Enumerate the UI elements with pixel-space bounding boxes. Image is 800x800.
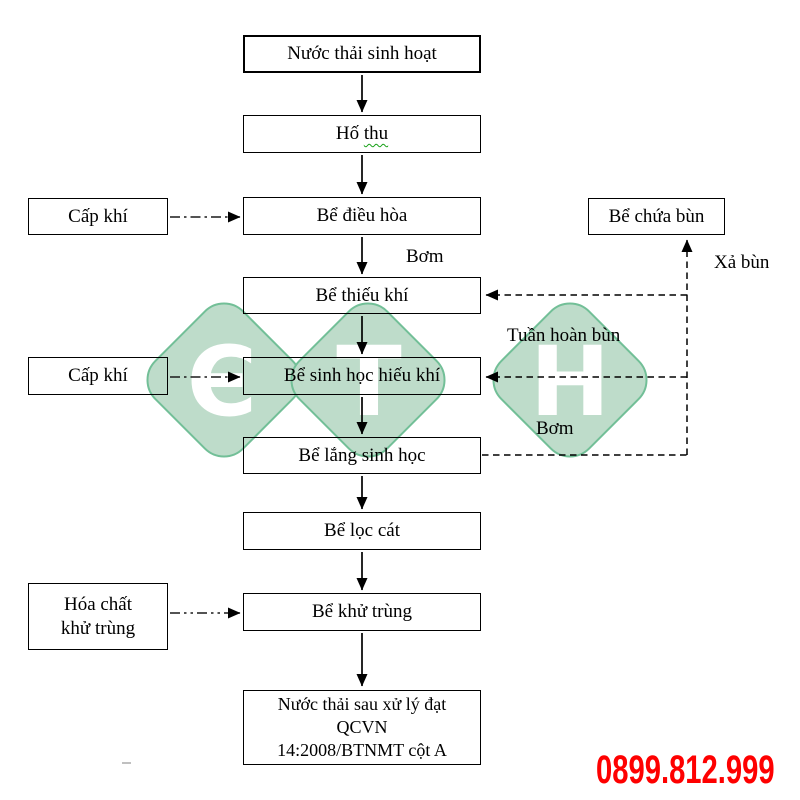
- label-xa-bun: Xả bùn: [714, 252, 770, 273]
- flow-box-be-lang-sinh-hoc: Bể lắng sinh học: [243, 437, 481, 474]
- flow-box-be-dieu-hoa: Bể điều hòa: [243, 197, 481, 235]
- box-label-line: Nước thải sau xử lý đạt: [277, 694, 447, 715]
- box-label-line: Hóa chất: [63, 593, 133, 615]
- flow-box-output: Nước thải sau xử lý đạt QCVN 14:2008/BTN…: [243, 690, 481, 765]
- box-label: Cấp khí: [68, 205, 128, 227]
- box-label-line: khử trùng: [60, 617, 136, 639]
- box-label: Bể sinh học hiếu khí: [283, 365, 441, 387]
- label-bom-2: Bơm: [536, 418, 574, 439]
- watermark-letter-T: T: [336, 326, 401, 438]
- watermark-letter-H: H: [530, 326, 610, 438]
- flow-box-be-thieu-khi: Bể thiếu khí: [243, 277, 481, 314]
- watermark-diamond-H: [492, 302, 648, 458]
- box-label: Bể điều hòa: [316, 205, 408, 227]
- side-box-cap-khi-2: Cấp khí: [28, 357, 168, 395]
- box-label: Bể thiếu khí: [315, 284, 409, 306]
- label-tuan-hoan-bun: Tuần hoàn bùn: [507, 325, 621, 346]
- flow-box-nuoc-thai-sinh-hoat: Nước thải sinh hoạt: [243, 35, 481, 73]
- side-box-cap-khi-1: Cấp khí: [28, 198, 168, 235]
- label-bom-1: Bơm: [406, 246, 444, 267]
- stray-mark: [122, 762, 131, 764]
- box-label: Hố thu: [335, 123, 389, 145]
- box-label: Bể lọc cát: [324, 520, 400, 542]
- box-label-line: QCVN: [336, 717, 388, 738]
- side-box-hoa-chat-khu-trung: Hóa chất khử trùng: [28, 583, 168, 650]
- watermark-diamond-E: [146, 302, 302, 458]
- box-label-line: 14:2008/BTNMT cột A: [277, 739, 447, 760]
- box-label: Bể khử trùng: [311, 601, 412, 623]
- box-label: Cấp khí: [68, 365, 128, 387]
- flow-box-ho-thu: Hố thu: [243, 115, 481, 153]
- box-label: Bể lắng sinh học: [298, 444, 426, 466]
- hotline-number: 0899.812.999: [596, 748, 775, 792]
- flow-box-be-khu-trung: Bể khử trùng: [243, 593, 481, 631]
- box-label: Nước thải sinh hoạt: [287, 43, 437, 65]
- flow-box-be-loc-cat: Bể lọc cát: [243, 512, 481, 550]
- box-be-chua-bun: Bể chứa bùn: [588, 198, 725, 235]
- flow-box-be-sinh-hoc-hieu-khi: Bể sinh học hiếu khí: [243, 357, 481, 395]
- watermark-letter-E: Є: [187, 326, 257, 438]
- box-label: Bể chứa bùn: [608, 205, 705, 227]
- watermark-diamond-T: [290, 302, 446, 458]
